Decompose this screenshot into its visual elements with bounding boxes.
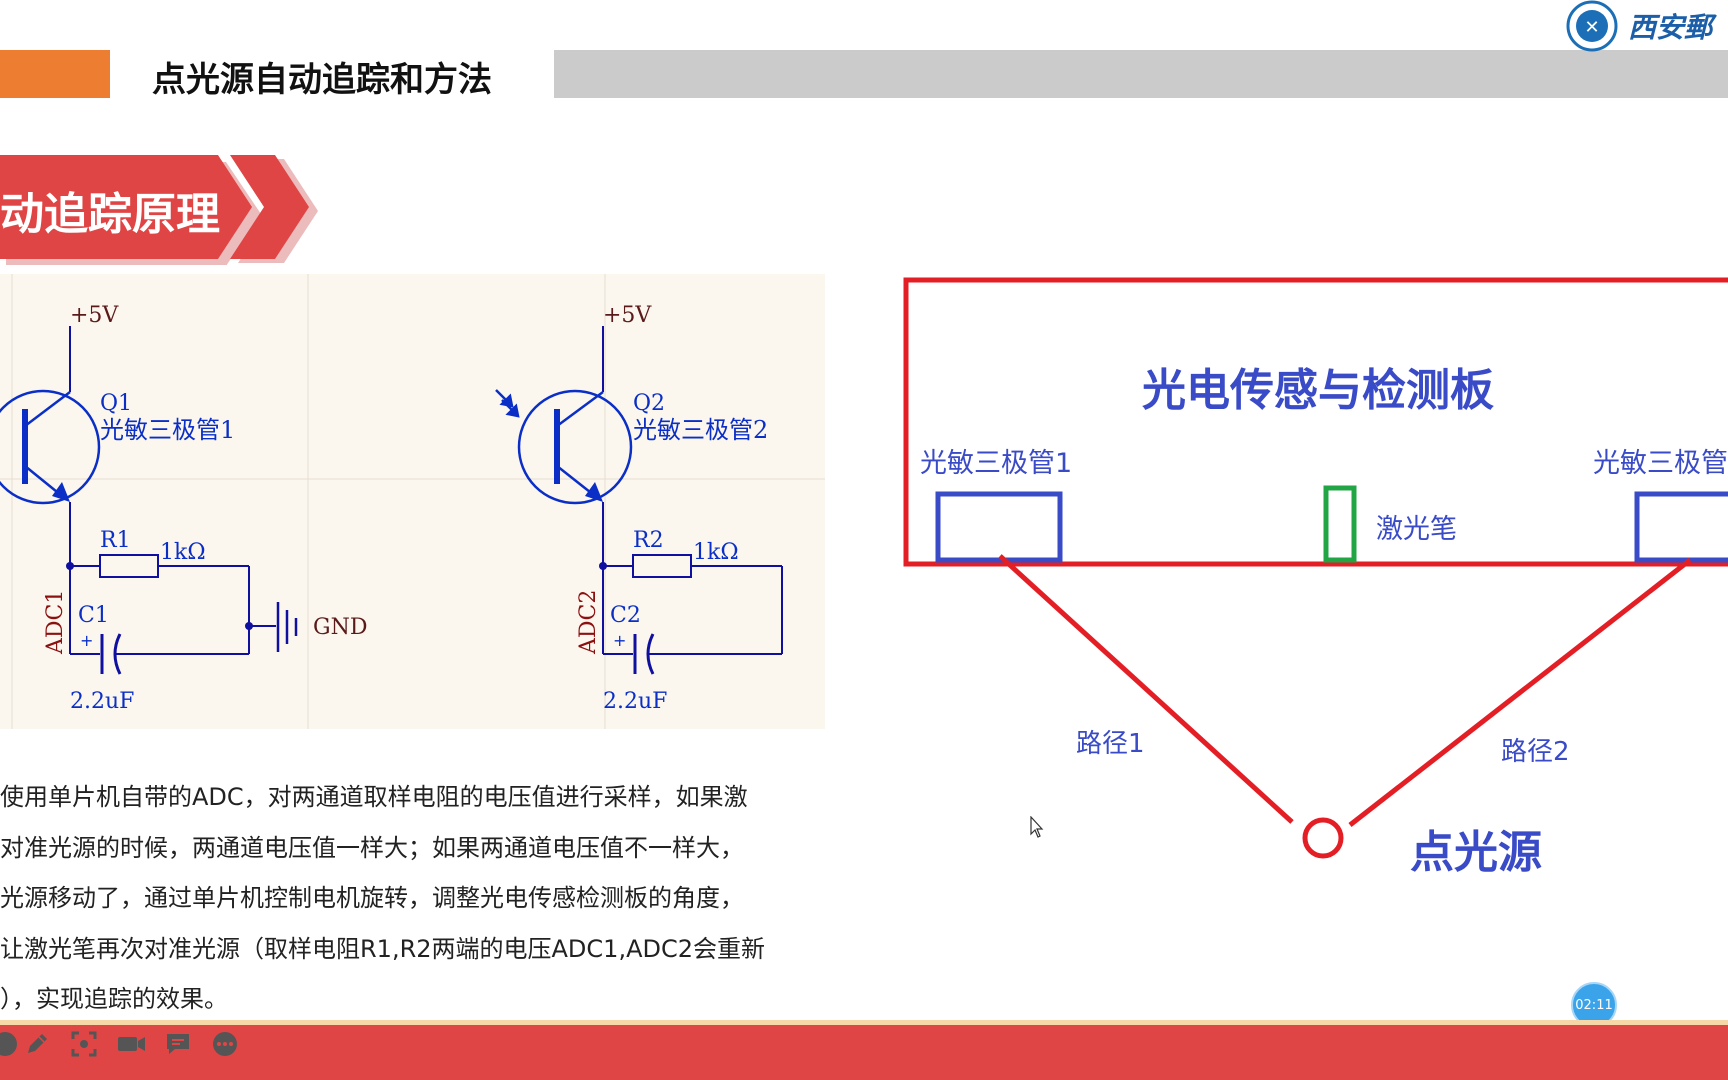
sensor1-box <box>935 491 1063 563</box>
paragraph-line: 对准光源的时候，两通道电压值一样大；如果两通道电压值不一样大， <box>0 833 744 862</box>
page-title: 点光源自动追踪和方法 <box>152 60 492 100</box>
vcc-label-left: +5V <box>70 303 119 328</box>
c2-value-label: 2.2uF <box>603 689 667 714</box>
circuit-right: +5V Q2 光敏三极管2 R2 1kΩ ADC2 C2 + 2.2uF <box>495 303 783 714</box>
adc2-label: ADC2 <box>576 590 601 655</box>
presentation-toolbar <box>0 1025 1728 1080</box>
paragraph-line: ），实现追踪的效果。 <box>0 985 228 1013</box>
phototransistor-q1-symbol <box>0 389 101 505</box>
sensor2-box <box>1634 491 1728 563</box>
svg-text:✕: ✕ <box>1584 17 1599 38</box>
detection-board-frame <box>903 277 1728 567</box>
more-icon[interactable] <box>208 1027 242 1061</box>
screenshot-icon[interactable] <box>67 1027 101 1061</box>
toolbar-top-stripe <box>0 1020 1728 1025</box>
laser-pen-box <box>1323 485 1357 563</box>
camera-icon[interactable] <box>114 1027 148 1061</box>
q2-name-label: 光敏三极管2 <box>633 416 768 444</box>
logo-text: 西安郵 <box>1628 11 1717 44</box>
circuit-schematic: +5V Q1 光敏三极管1 R1 1kΩ ADC1 C1 + 2.2uF GND <box>0 274 825 729</box>
header-gray-bar <box>554 50 1728 98</box>
sensor2-label: 光敏三极管2 <box>1593 448 1728 479</box>
q1-ref-label: Q1 <box>100 391 132 416</box>
c1-plus-label: + <box>80 631 93 650</box>
chat-icon[interactable] <box>161 1027 195 1061</box>
c1-value-label: 2.2uF <box>70 689 134 714</box>
paragraph-line: 光源移动了，通过单片机控制电机旋转，调整光电传感检测板的角度， <box>0 884 744 912</box>
point-light-source <box>1302 817 1344 859</box>
light-arrows-icon <box>495 389 520 418</box>
paragraph-line: 让激光笔再次对准光源（取样电阻R1,R2两端的电压ADC1,ADC2会重新 <box>0 934 765 963</box>
pointer-icon[interactable] <box>0 1027 22 1061</box>
adc1-label: ADC1 <box>43 590 68 655</box>
pen-icon[interactable] <box>20 1027 54 1061</box>
paragraph-line: 使用单片机自带的ADC，对两通道取样电阻的电压值进行采样，如果激 <box>0 783 748 811</box>
phototransistor-q2-symbol <box>517 389 633 505</box>
path2-label: 路径2 <box>1501 737 1570 767</box>
circuit-left: +5V Q1 光敏三极管1 R1 1kΩ ADC1 C1 + 2.2uF GND <box>0 303 367 714</box>
q1-name-label: 光敏三极管1 <box>100 416 235 444</box>
mouse-cursor-icon <box>1030 816 1044 838</box>
c2-ref-label: C2 <box>610 603 641 628</box>
university-logo: ✕ 西安郵 <box>1565 0 1728 52</box>
tracking-diagram: 光电传感与检测板 光敏三极管1 光敏三极管2 激光笔 路径1 路径2 点光源 <box>900 270 1728 890</box>
r2-ref-label: R2 <box>633 528 664 553</box>
laser-label: 激光笔 <box>1376 514 1457 545</box>
c1-ref-label: C1 <box>78 603 109 628</box>
r2-value-label: 1kΩ <box>693 540 739 565</box>
path1-label: 路径1 <box>1076 729 1145 759</box>
q2-ref-label: Q2 <box>633 391 665 416</box>
c2-plus-label: + <box>613 631 626 650</box>
resistor-r2 <box>632 554 692 578</box>
path2-line <box>1348 558 1692 827</box>
explanation-paragraph: 使用单片机自带的ADC，对两通道取样电阻的电压值进行采样，如果激 对准光源的时候… <box>0 772 870 1025</box>
resistor-r1 <box>99 554 159 578</box>
header-accent-bar <box>0 50 110 98</box>
source-label: 点光源 <box>1410 827 1542 878</box>
path1-line <box>998 554 1294 824</box>
vcc-label-right: +5V <box>603 303 652 328</box>
r1-ref-label: R1 <box>100 528 131 553</box>
sensor1-label: 光敏三极管1 <box>920 448 1072 479</box>
section-title: 动追踪原理 <box>0 189 220 240</box>
r1-value-label: 1kΩ <box>160 540 206 565</box>
gnd-label: GND <box>313 615 367 640</box>
board-title: 光电传感与检测板 <box>1142 365 1494 416</box>
section-banner <box>0 155 318 265</box>
